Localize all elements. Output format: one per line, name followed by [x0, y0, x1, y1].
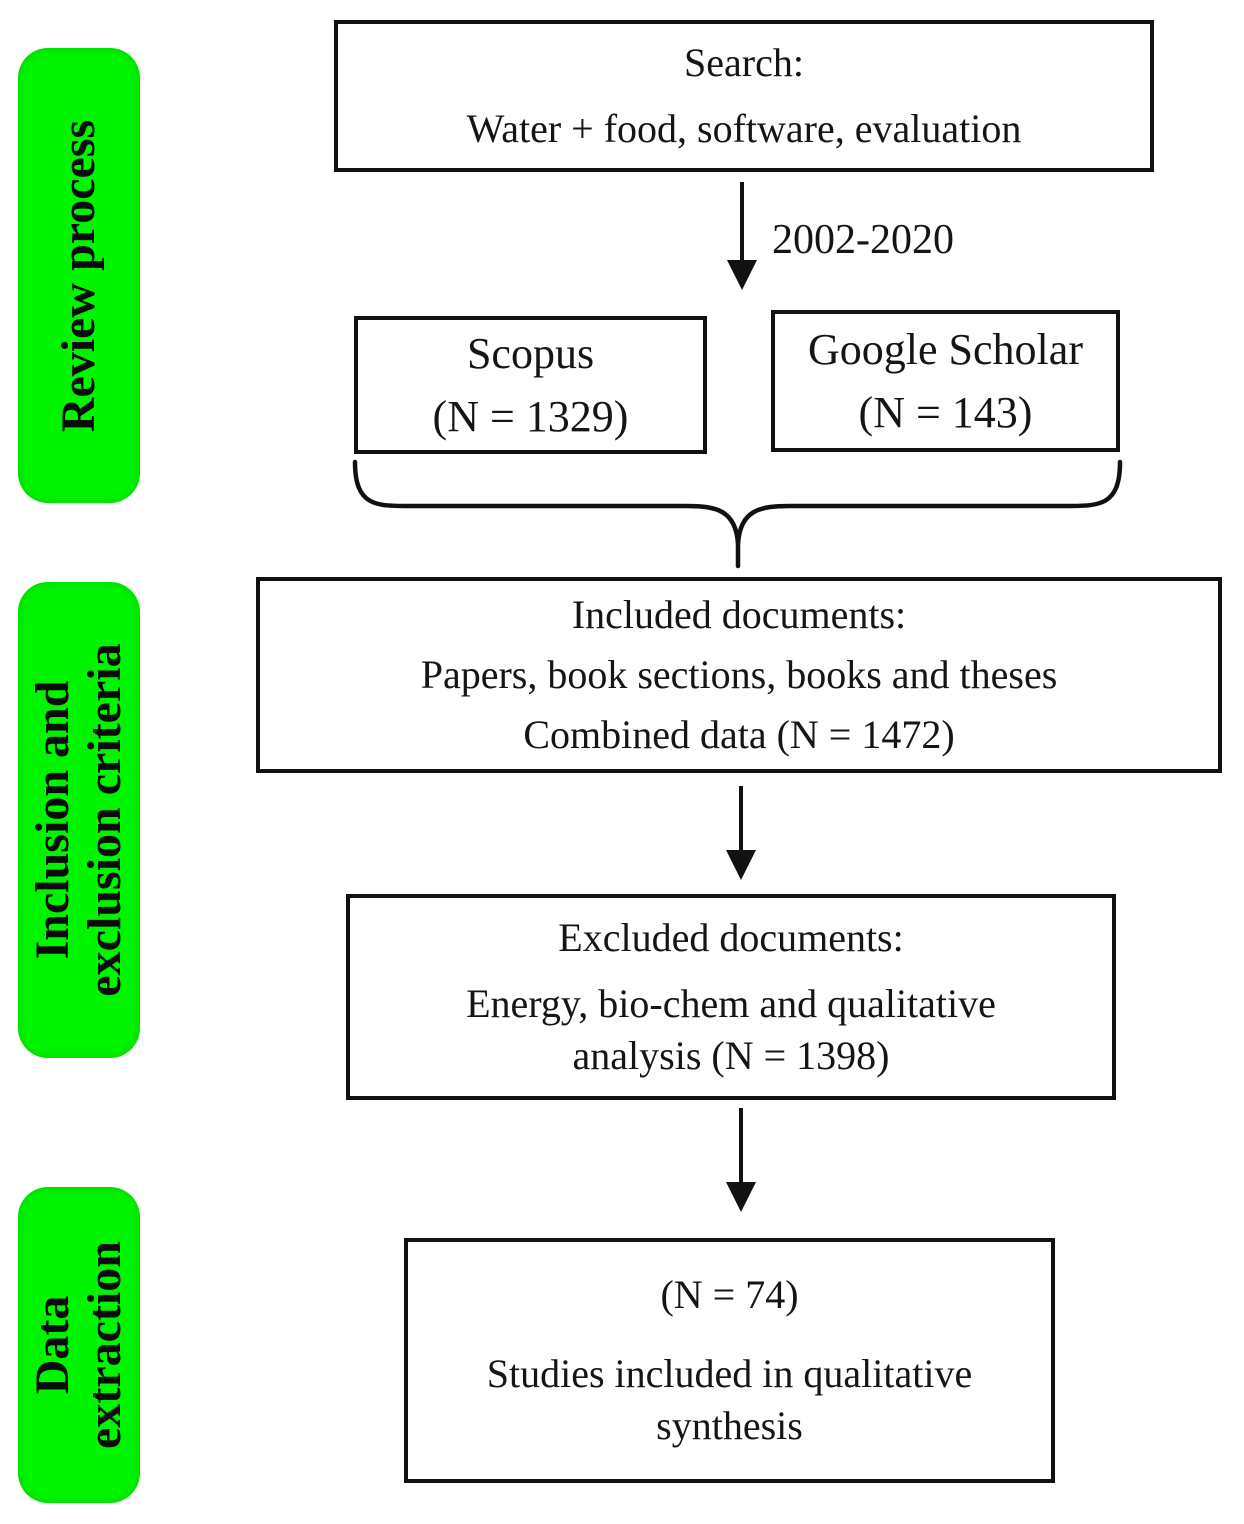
stage-label-data-extraction: Data extraction	[18, 1187, 140, 1503]
stage-label-text: Data	[26, 1295, 80, 1395]
included-types: Papers, book sections, books and theses	[420, 652, 1058, 697]
scopus-name: Scopus	[466, 329, 595, 379]
search-title: Search:	[684, 40, 804, 86]
final-description: Studies included in qualitative	[486, 1351, 973, 1396]
scopus-box: Scopus (N = 1329)	[354, 316, 707, 454]
final-synthesis-box: (N = 74) Studies included in qualitative…	[404, 1238, 1055, 1483]
excluded-count: analysis (N = 1398)	[572, 1033, 890, 1078]
stage-label-text: Review process	[52, 119, 106, 432]
arrow-down-icon	[726, 1108, 756, 1212]
arrow-stem	[739, 786, 743, 850]
google-scholar-name: Google Scholar	[808, 324, 1083, 374]
stage-label-text: extraction	[78, 1241, 131, 1449]
stage-label-inclusion-exclusion: Inclusion and exclusion criteria	[18, 582, 140, 1058]
arrow-head	[726, 1182, 756, 1212]
included-heading: Included documents:	[571, 592, 907, 637]
arrow-down-icon	[726, 786, 756, 880]
stage-label-text: Inclusion and	[26, 680, 80, 960]
included-documents-box: Included documents: Papers, book section…	[256, 577, 1222, 773]
excluded-heading: Excluded documents:	[558, 915, 904, 960]
excluded-reason: Energy, bio-chem and qualitative	[466, 981, 996, 1026]
search-box: Search: Water + food, software, evaluati…	[334, 20, 1154, 172]
search-query: Water + food, software, evaluation	[466, 105, 1022, 151]
included-count: Combined data (N = 1472)	[523, 712, 955, 757]
arrow-stem	[740, 182, 744, 260]
year-range-label: 2002-2020	[772, 217, 954, 263]
arrow-down-icon	[727, 182, 757, 290]
arrow-head	[727, 260, 757, 290]
stage-label-review-process: Review process	[18, 48, 140, 503]
merge-brace-icon	[352, 459, 1123, 569]
stage-label-text: exclusion criteria	[78, 643, 131, 997]
final-count: (N = 74)	[660, 1272, 799, 1317]
arrow-head	[726, 850, 756, 880]
final-description-cont: synthesis	[656, 1403, 803, 1448]
arrow-stem	[739, 1108, 743, 1182]
excluded-documents-box: Excluded documents: Energy, bio-chem and…	[346, 894, 1116, 1100]
google-scholar-count: (N = 143)	[858, 388, 1033, 438]
scopus-count: (N = 1329)	[432, 391, 629, 441]
google-scholar-box: Google Scholar (N = 143)	[771, 310, 1120, 452]
